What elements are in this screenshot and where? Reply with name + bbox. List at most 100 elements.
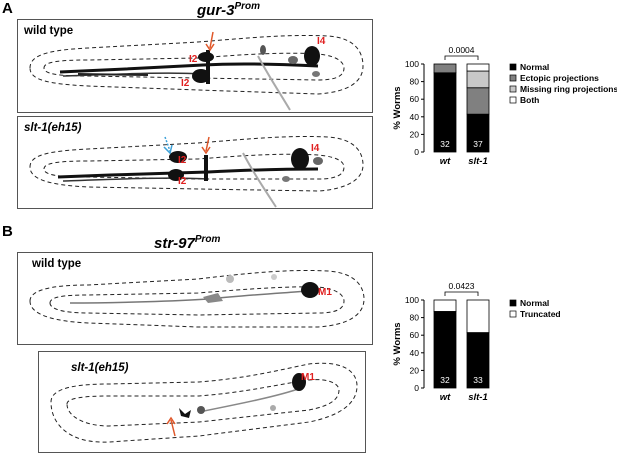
y-axis-label: % Worms	[392, 86, 403, 129]
pharynx-outline	[49, 286, 345, 316]
neuron-label: M1	[301, 372, 315, 383]
panel-b-slt1-image: slt-1(eh15) M1	[38, 351, 366, 453]
p-value-label: 0.0004	[449, 45, 475, 55]
legend-swatch	[509, 96, 517, 104]
legend-label: Normal	[520, 298, 549, 308]
y-tick-label: 20	[410, 365, 420, 375]
image-label: wild type	[32, 258, 82, 270]
bar-segment	[433, 299, 457, 312]
x-tick-label: slt-1	[468, 392, 488, 403]
cell-body-i2-lower	[192, 69, 210, 83]
pharynx-outline	[43, 52, 345, 81]
cell-body-faint-3	[312, 71, 320, 77]
legend-label: Missing ring projections	[520, 84, 617, 94]
cell-body-faint	[313, 157, 323, 165]
legend-label: Truncated	[520, 309, 561, 319]
cell-body-faint	[226, 275, 234, 283]
panel-a-slt1-image: slt-1(eh15) I2 I2 I4	[17, 116, 373, 209]
n-label: 33	[473, 375, 483, 385]
blue-arrowhead	[163, 144, 173, 155]
background-fiber	[242, 152, 277, 208]
bar-segment	[433, 63, 457, 74]
nerve-ring	[203, 293, 223, 303]
worm-micrograph	[29, 31, 364, 111]
y-tick-label: 60	[410, 94, 420, 104]
y-tick-label: 0	[414, 383, 419, 393]
cell-body-m1	[292, 373, 306, 391]
cell-body-i2-lower	[168, 169, 184, 181]
gene-superscript: Prom	[234, 1, 261, 12]
y-tick-label: 40	[410, 112, 420, 122]
orange-arrow	[205, 136, 210, 152]
n-label: 37	[473, 139, 483, 149]
cell-body-m1	[301, 282, 319, 298]
nerve-ring	[206, 50, 210, 84]
pharynx-outline	[66, 379, 340, 427]
cell-body-i4	[304, 46, 320, 66]
blue-arrow	[164, 136, 171, 152]
neuron-label: I2	[181, 78, 190, 89]
panel-b-wildtype-image: wild type M1	[17, 252, 373, 345]
x-tick-label: slt-1	[468, 156, 488, 167]
orange-arrow	[170, 419, 176, 437]
image-label: slt-1(eh15)	[71, 362, 129, 374]
cell-body-faint-2	[270, 405, 276, 411]
y-tick-label: 40	[410, 348, 420, 358]
panel-a-letter: A	[2, 0, 13, 17]
orange-arrowhead	[205, 43, 215, 52]
bar-segment	[466, 299, 490, 333]
worm-micrograph	[29, 269, 365, 328]
legend-swatch	[509, 63, 517, 71]
neuron-label: I4	[311, 143, 320, 154]
neurite-process	[57, 167, 319, 179]
worm-outline	[29, 269, 365, 328]
neuron-label: I4	[317, 36, 326, 47]
bar-segment	[466, 70, 490, 89]
legend-label: Normal	[520, 62, 549, 72]
n-label: 32	[440, 375, 450, 385]
image-label: slt-1(eh15)	[24, 122, 82, 134]
nerve-ring	[204, 155, 208, 181]
y-tick-label: 100	[405, 59, 419, 69]
y-tick-label: 80	[410, 313, 420, 323]
panel-a-gene-title: gur-3Prom	[197, 1, 260, 19]
cell-body-i4	[291, 148, 309, 170]
legend-swatch	[509, 85, 517, 93]
bar-segment	[466, 87, 490, 115]
neuron-label: I2	[178, 176, 187, 187]
y-axis-label: % Worms	[392, 322, 403, 365]
cell-body-faint-2	[260, 45, 266, 55]
worm-micrograph	[29, 135, 364, 208]
y-tick-label: 80	[410, 77, 420, 87]
panel-b-gene-title: str-97Prom	[154, 234, 220, 252]
orange-arrowhead	[201, 146, 211, 155]
y-tick-label: 0	[414, 147, 419, 157]
orange-arrow	[209, 31, 214, 49]
background-fiber	[257, 55, 291, 111]
worm-outline	[50, 362, 358, 443]
cell-body-faint	[288, 56, 298, 64]
cell-body-faint-2	[282, 176, 290, 182]
worm-outline	[29, 135, 364, 192]
neurite-process	[59, 62, 319, 74]
p-value-label: 0.0423	[449, 281, 475, 291]
neurite-process	[198, 387, 302, 413]
worm-outline	[29, 34, 364, 95]
cell-body-faint	[197, 406, 205, 414]
neuron-label: I2	[178, 155, 187, 166]
gene-name: gur-3	[197, 2, 235, 19]
image-label: wild type	[24, 25, 74, 37]
worm-micrograph	[50, 362, 358, 443]
neurite-process-3	[77, 73, 149, 76]
n-label: 32	[440, 139, 450, 149]
gene-superscript: Prom	[194, 234, 221, 245]
neurite-process-2	[62, 177, 209, 182]
legend-swatch	[509, 74, 517, 82]
legend-swatch	[509, 310, 517, 318]
gene-name: str-97	[154, 235, 195, 252]
cell-body-i2-upper	[169, 151, 187, 163]
truncated-process	[179, 408, 191, 418]
panel-a-wildtype-image: wild type I2 I2 I4	[17, 19, 373, 113]
